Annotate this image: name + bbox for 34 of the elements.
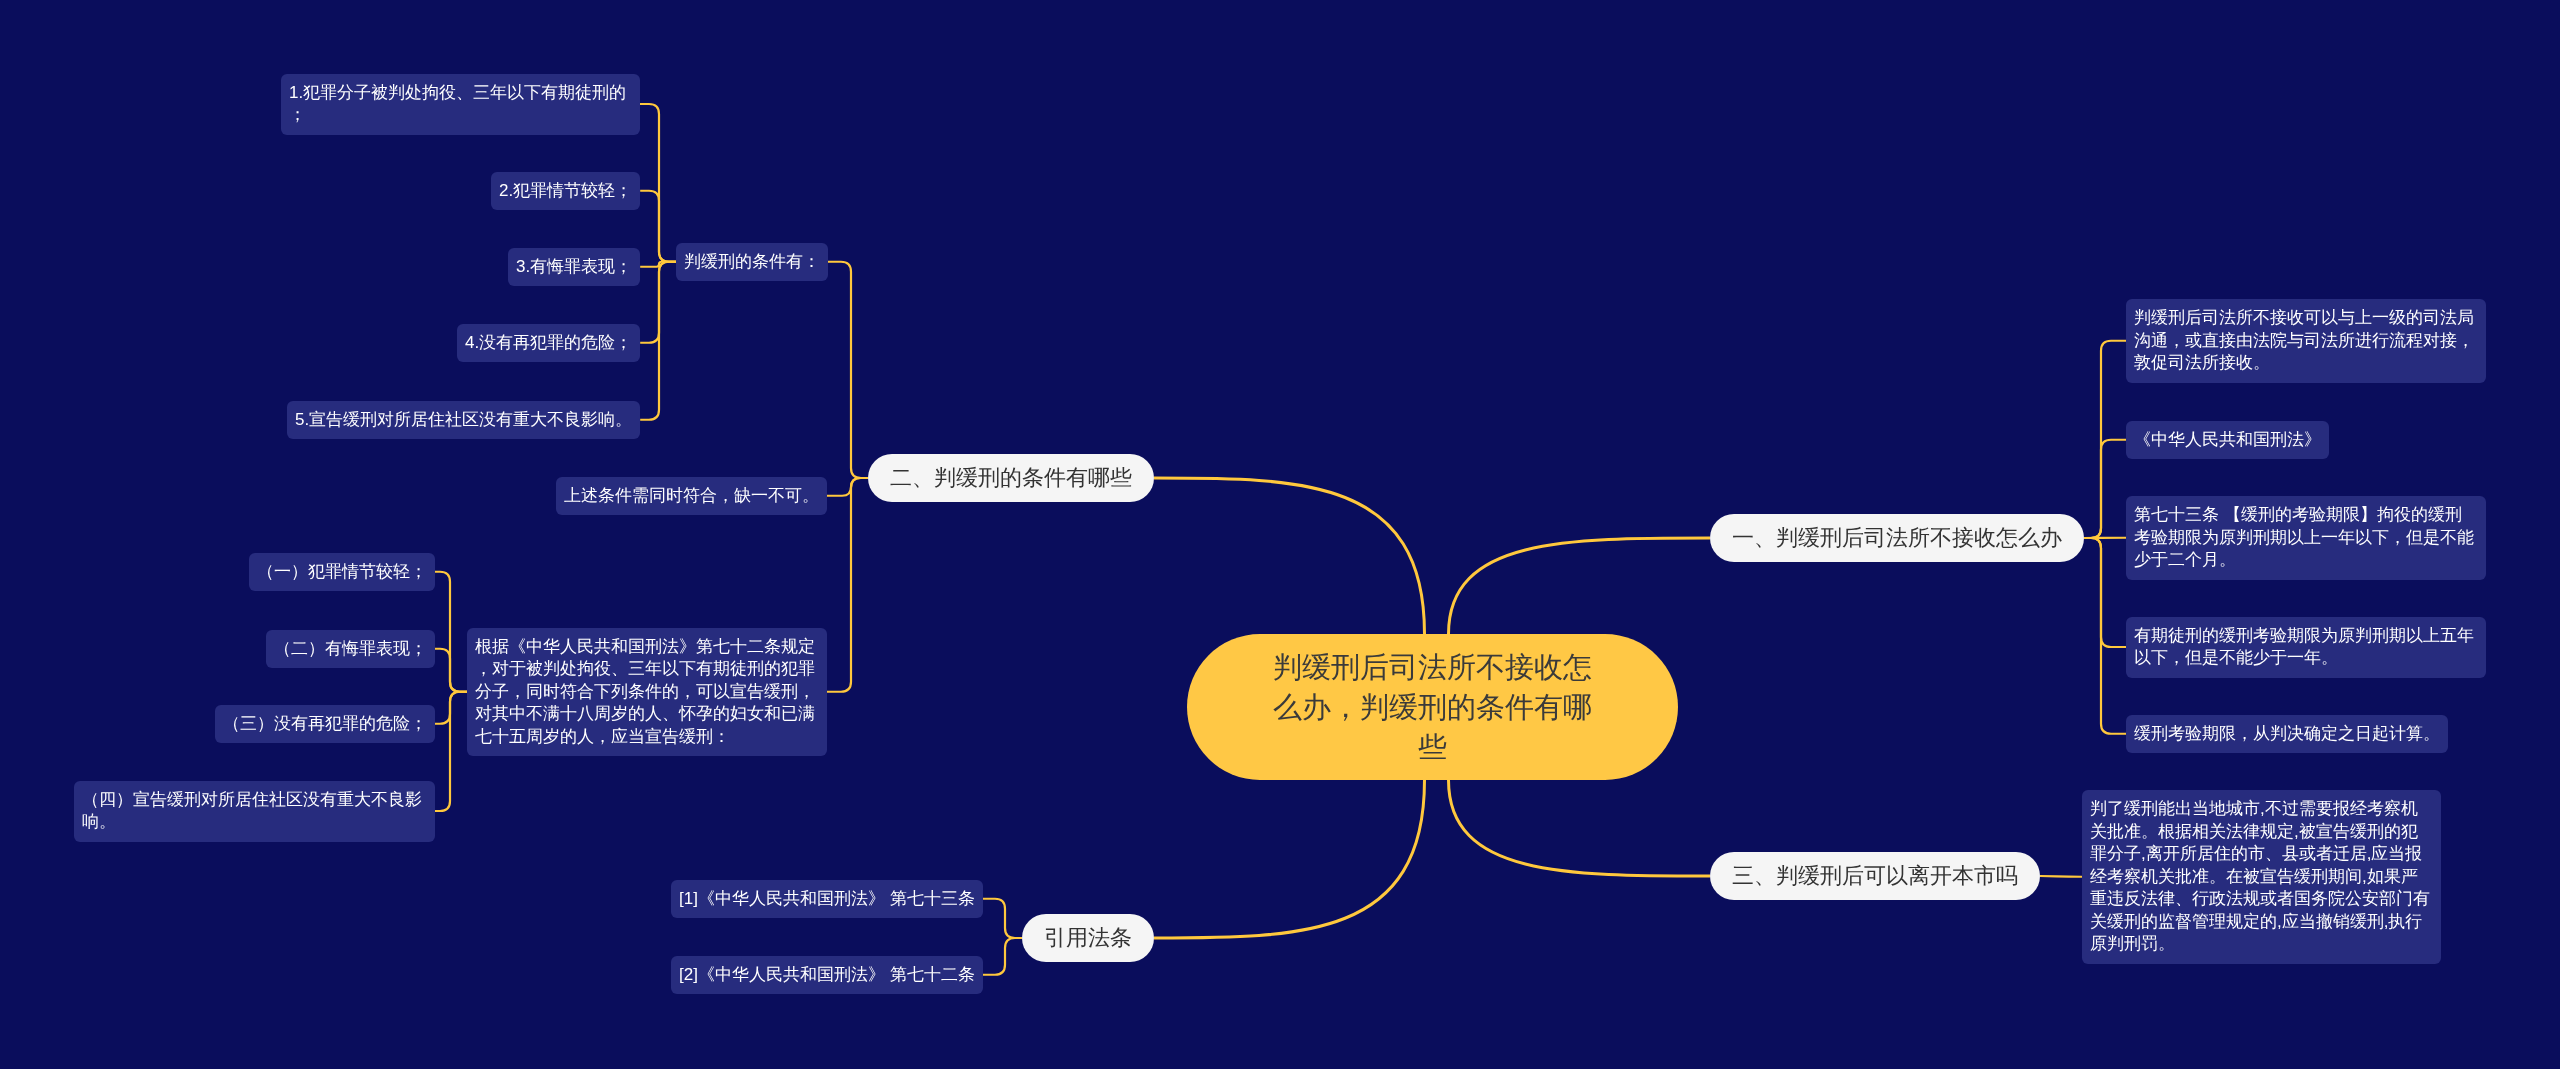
- note-box: （三）没有再犯罪的危险；: [215, 704, 435, 743]
- connector-line: [2084, 536, 2126, 735]
- connector-line: [1154, 779, 1426, 940]
- topic-pill: 引用法条: [1022, 914, 1154, 962]
- connector-line: [2040, 874, 2082, 878]
- note-box: [1]《中华人民共和国刑法》 第七十三条: [671, 879, 983, 918]
- connector-line: [827, 476, 868, 693]
- note-box: [2]《中华人民共和国刑法》 第七十二条: [671, 955, 983, 994]
- note-box: 判缓刑后司法所不接收可以与上一级的司法局沟通，或直接由法院与司法所进行流程对接，敦促司法所接收。: [2126, 299, 2486, 383]
- connector-line: [1447, 779, 1710, 878]
- topic-pill: 三、判缓刑后可以离开本市吗: [1710, 852, 2040, 900]
- note-box: 判了缓刑能出当地城市,不过需要报经考察机关批准。根据相关法律规定,被宣告缓刑的犯罪分子,离开所居住的市、县或者迁居,应当报经考察机关批准。在被宣告缓刑期间,如果严重违反法律、行政法规或者国务院公安部门有关缓刑的监督管理规定的,应当撤销缓刑,执行原判刑罚。: [2082, 790, 2441, 964]
- note-box: （二）有悔罪表现；: [266, 629, 435, 668]
- note-box: 缓刑考验期限，从判决确定之日起计算。: [2126, 714, 2448, 753]
- note-box: 第七十三条 【缓刑的考验期限】拘役的缓刑考验期限为原判刑期以上一年以下，但是不能少于二个月。: [2126, 496, 2486, 580]
- connector-line: [1447, 536, 1710, 635]
- note-box: 4.没有再犯罪的危险；: [457, 323, 641, 362]
- connector-line: [982, 936, 1022, 976]
- note-box: 2.犯罪情节较轻；: [491, 171, 641, 210]
- note-box: （一）犯罪情节较轻；: [249, 552, 435, 591]
- note-box: （四）宣告缓刑对所居住社区没有重大不良影响。: [74, 780, 435, 842]
- connector-line: [640, 260, 676, 421]
- note-box: 《中华人民共和国刑法》: [2126, 420, 2329, 459]
- note-box: 3.有悔罪表现；: [508, 247, 641, 286]
- note-box: 1.犯罪分子被判处拘役、三年以下有期徒刑的；: [281, 73, 640, 135]
- note-box: 上述条件需同时符合，缺一不可。: [556, 476, 827, 515]
- note-box: 有期徒刑的缓刑考验期限为原判刑期以上五年以下，但是不能少于一年。: [2126, 616, 2486, 678]
- connector-line: [1154, 476, 1426, 635]
- note-box: 判缓刑的条件有：: [676, 242, 828, 281]
- note-box: 5.宣告缓刑对所居住社区没有重大不良影响。: [287, 400, 641, 439]
- note-box: 根据《中华人民共和国刑法》第七十二条规定，对于被判处拘役、三年以下有期徒刑的犯罪分子，同时符合下列条件的，可以宣告缓刑，对其中不满十八周岁的人、怀孕的妇女和已满七十五周岁的人，应当宣告缓刑：: [467, 627, 827, 756]
- central-topic-bubble: 判缓刑后司法所不接收怎么办，判缓刑的条件有哪些: [1187, 634, 1678, 780]
- topic-pill: 一、判缓刑后司法所不接收怎么办: [1710, 514, 2084, 562]
- topic-pill: 二、判缓刑的条件有哪些: [868, 454, 1154, 502]
